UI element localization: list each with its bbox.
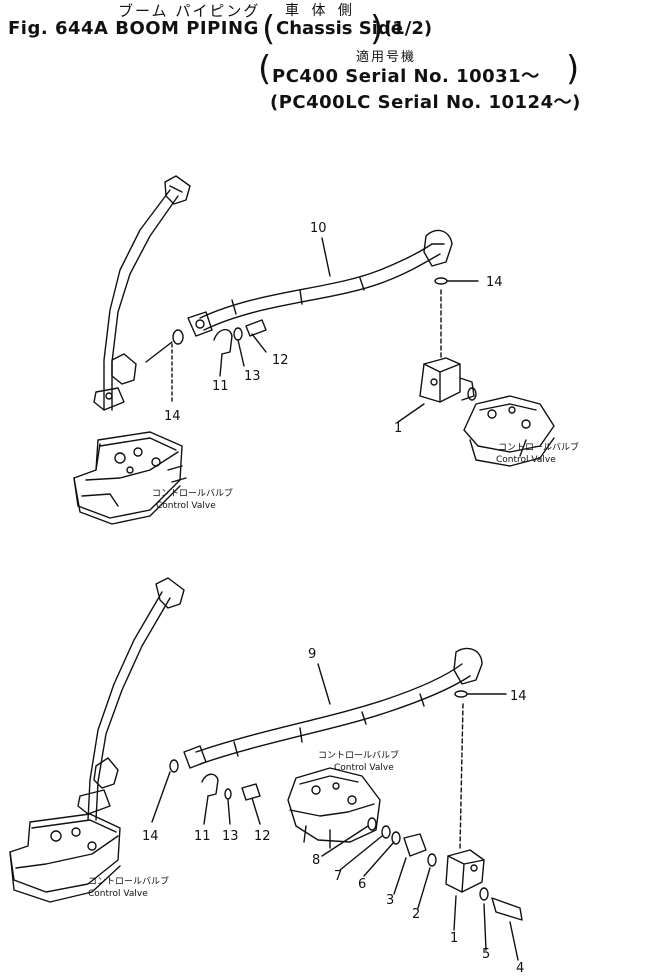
oring-14-top-right [434, 277, 479, 359]
callout-6: 6 [358, 877, 366, 892]
valve-block-1-top [397, 357, 477, 423]
callout-13-bottom: 13 [222, 829, 239, 844]
control-valve-en-label: Control Valve [496, 455, 556, 465]
control-valve-en-label: Control Valve [88, 889, 148, 899]
control-valve-en-label: Control Valve [334, 763, 394, 773]
top-assembly: コントロールバルブ Control Valve [73, 175, 579, 525]
callout-14-bottom-right: 14 [510, 689, 527, 704]
callout-2: 2 [412, 907, 420, 922]
control-valve-left-lower [9, 813, 121, 903]
callout-11-bottom: 11 [194, 829, 211, 844]
callout-14-bottom-left: 14 [142, 829, 159, 844]
control-valve-jp-label: コントロールバルブ [498, 441, 579, 453]
hose-9 [183, 647, 483, 769]
small-parts-top [145, 319, 267, 403]
title-japanese: ブーム パイピング [118, 2, 261, 20]
callout-14-top-right: 14 [486, 275, 503, 290]
callout-10: 10 [310, 221, 327, 236]
callout-8: 8 [312, 853, 320, 868]
control-valve-left [73, 431, 187, 525]
control-valve-jp-label: コントロールバルブ [152, 487, 233, 499]
control-valve-en-label: Control Valve [156, 501, 216, 511]
control-valve-mid [287, 767, 381, 849]
valve-side-parts [321, 817, 523, 961]
serial-pc400: PC400 Serial No. 10031～ [272, 66, 540, 87]
bottom-assembly: コントロールバルブ Control Valve コントロールバルブ C [9, 577, 527, 976]
callout-1-bottom: 1 [450, 931, 458, 946]
callout-5: 5 [482, 947, 490, 962]
applicable-models-label: 適用号機 [356, 50, 417, 65]
paren-right-icon: ) [370, 9, 384, 49]
callout-3: 3 [386, 893, 394, 908]
callout-12-bottom: 12 [254, 829, 271, 844]
callout-11-top: 11 [212, 379, 229, 394]
paren-left-icon: ( [262, 9, 276, 49]
hose-10 [187, 229, 453, 337]
callout-14-top-left: 14 [164, 409, 181, 424]
figure-title: Fig. 644A BOOM PIPING [8, 18, 259, 39]
callout-9: 9 [308, 647, 316, 662]
serial-pc400lc: (PC400LC Serial No. 10124～) [270, 92, 581, 113]
callout-7: 7 [334, 869, 342, 884]
small-parts-bottom [151, 759, 261, 825]
callout-12-top: 12 [272, 353, 289, 368]
page-indicator: (1/2) [384, 18, 433, 39]
boom-steel-pipe [93, 175, 191, 411]
callout-13-top: 13 [244, 369, 261, 384]
boom-steel-pipe-lower [77, 577, 185, 821]
callout-4: 4 [516, 961, 524, 976]
control-valve-jp-label: コントロールバルブ [318, 749, 399, 761]
title-block: ブーム パイピング 車 体 側 Fig. 644A BOOM PIPING ( … [0, 0, 668, 113]
oring-14-bottom-right [454, 690, 507, 849]
title-japanese-side: 車 体 側 [285, 3, 356, 19]
paren-left-icon: ( [258, 49, 272, 89]
title-side: Chassis Side [276, 18, 403, 39]
control-valve-jp-label: コントロールバルブ [88, 875, 169, 887]
control-valve-right [463, 395, 555, 467]
callout-1-top: 1 [394, 421, 402, 436]
paren-right-icon: ) [566, 49, 580, 89]
